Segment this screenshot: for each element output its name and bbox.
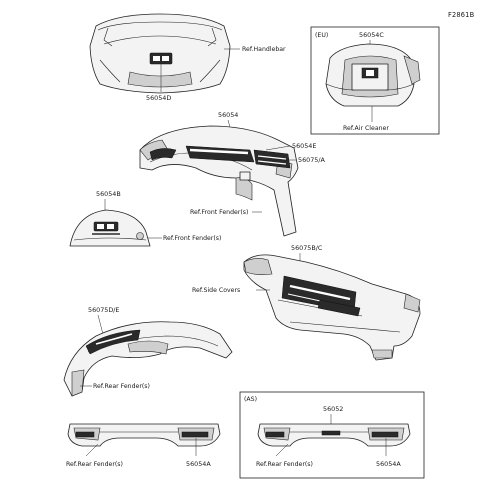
rear-fender-ref-label-3: Ref.Rear Fender(s)	[256, 461, 313, 468]
eu-variant-box	[310, 26, 440, 135]
rear-fender-ref-leader-2	[85, 443, 99, 457]
rear-fender-ref-leader-3	[275, 443, 289, 457]
front-fender-e-code: 56054E	[292, 142, 316, 150]
side-covers-ref-label: Ref.Side Covers	[192, 287, 240, 294]
front-fender-e-leader	[265, 145, 291, 151]
as-variant-box	[239, 391, 425, 479]
rear-fender-ref-label-2: Ref.Rear Fender(s)	[66, 461, 123, 468]
air-cleaner-ref-label: Ref.Air Cleaner	[343, 125, 389, 132]
rear-fender-part-code: 56075D/E	[88, 306, 119, 314]
rear-left-part-code: 56054A	[186, 460, 211, 468]
front-fender-part-code: 56054	[218, 111, 238, 119]
air-cleaner-decal	[361, 67, 379, 79]
rear-fender-decal	[85, 329, 141, 355]
rear-rack-left-decal	[75, 431, 209, 438]
front-fender-ref-label-2: Ref.Front Fender(s)	[163, 235, 221, 242]
handlebar-part-code: 56054D	[146, 94, 171, 102]
as-variant-tag: (AS)	[244, 396, 257, 403]
front-cover-decal	[92, 221, 120, 235]
front-fender-decal	[185, 145, 291, 169]
eu-part-code: 56054C	[359, 31, 384, 39]
front-fender-ref-label-1: Ref.Front Fender(s)	[190, 209, 248, 216]
rear-fender-ref-label-1: Ref.Rear Fender(s)	[93, 383, 150, 390]
eu-variant-tag: (EU)	[315, 32, 328, 39]
cover-part-code: 56054B	[96, 190, 121, 198]
handlebar-ref-label: Ref.Handlebar	[242, 46, 286, 53]
side-cover-decal	[281, 275, 361, 317]
handlebar-decal	[149, 52, 173, 65]
front-fender-ax-code: 56075/A	[298, 156, 325, 164]
side-cover-part-code: 56075B/C	[291, 244, 323, 252]
as-part-code: 56052	[323, 405, 343, 413]
front-fender-part	[139, 125, 299, 237]
rear-right-part-code: 56054A	[376, 460, 401, 468]
figure-id: F2861B	[448, 11, 475, 19]
rear-rack-right-decal	[265, 430, 399, 438]
